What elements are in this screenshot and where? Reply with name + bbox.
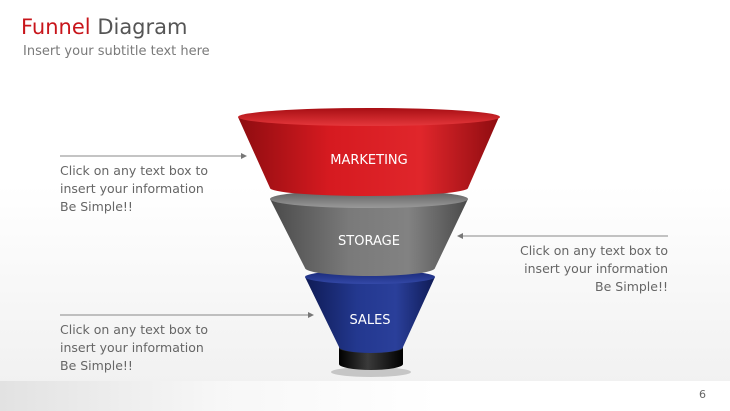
page-title: Funnel Diagram <box>21 14 187 40</box>
text-box-1-line3: Be Simple!! <box>60 199 133 214</box>
title-accent: Funnel <box>21 15 91 39</box>
text-box-3-line3: Be Simple!! <box>60 358 133 373</box>
text-box-1-line1: Click on any text box to <box>60 163 209 178</box>
footer-bar <box>0 381 730 411</box>
funnel-label-storage: STORAGE <box>338 234 400 249</box>
text-box-2-line3: Be Simple!! <box>595 279 668 294</box>
text-box-1-line2: insert your information <box>60 181 204 196</box>
page-number: 6 <box>699 388 706 401</box>
funnel-stage-storage[interactable]: STORAGE <box>270 190 468 276</box>
text-box-2[interactable]: Click on any text box to insert your inf… <box>498 242 668 296</box>
text-box-1[interactable]: Click on any text box to insert your inf… <box>60 162 230 216</box>
funnel-label-marketing: MARKETING <box>330 153 407 168</box>
funnel-stage-marketing[interactable]: MARKETING <box>238 108 500 196</box>
funnel-label-sales: SALES <box>349 313 390 328</box>
text-box-3[interactable]: Click on any text box to insert your inf… <box>60 321 230 375</box>
text-box-3-line2: insert your information <box>60 340 204 355</box>
text-box-2-line2: insert your information <box>524 261 668 276</box>
funnel-stage-sales[interactable]: SALES <box>305 270 435 353</box>
title-rest: Diagram <box>97 15 188 39</box>
text-box-3-line1: Click on any text box to <box>60 322 209 337</box>
page-subtitle: Insert your subtitle text here <box>23 44 210 59</box>
funnel-shadow <box>331 367 411 377</box>
text-box-2-line1: Click on any text box to <box>519 243 668 258</box>
